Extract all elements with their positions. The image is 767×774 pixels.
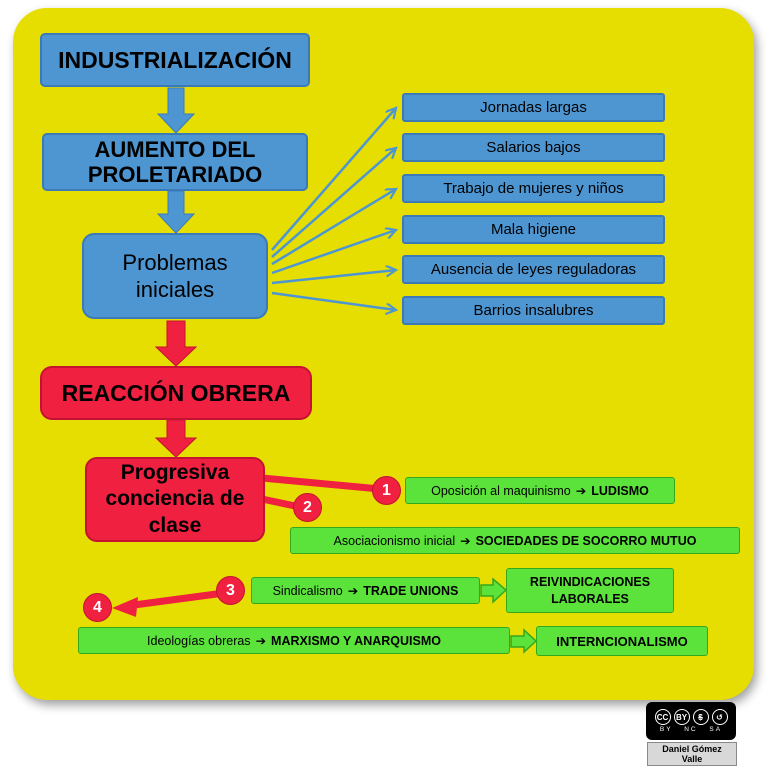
problemas-line1: Problemas <box>122 249 228 275</box>
arrow-glyph: ➔ <box>575 484 587 498</box>
stage-box-trade-unions: Sindicalismo ➔ TRADE UNIONS <box>251 577 480 604</box>
author-credit: Daniel Gómez Valle <box>647 742 737 766</box>
stage-box-marxismo-anarquismo: Ideologías obreras ➔ MARXISMO Y ANARQUIS… <box>78 627 510 654</box>
problemas-iniciales-box: Problemas iniciales <box>82 233 268 319</box>
problem-label: Jornadas largas <box>480 99 587 116</box>
result-label: INTERNCIONALISMO <box>556 633 688 649</box>
stage-term: SOCIEDADES DE SOCORRO MUTUO <box>475 533 697 548</box>
stage-number: 4 <box>93 598 102 616</box>
result-label: REIVINDICACIONES LABORALES <box>529 575 651 606</box>
problem-label: Ausencia de leyes reguladoras <box>430 261 637 278</box>
problem-label: Barrios insalubres <box>473 302 594 319</box>
conciencia-de-clase-box: Progresiva conciencia de clase <box>85 457 265 542</box>
reaccion-label: REACCIÓN OBRERA <box>61 379 291 406</box>
reaccion-obrera-box: REACCIÓN OBRERA <box>40 366 312 420</box>
result-box-internacionalismo: INTERNCIONALISMO <box>536 626 708 656</box>
industrializacion-label: INDUSTRIALIZACIÓN <box>58 46 292 73</box>
stage-number: 1 <box>382 481 391 499</box>
aumento-line2: PROLETARIADO <box>87 162 263 187</box>
arrow-glyph: ➔ <box>460 534 471 548</box>
problem-item-trabajo: Trabajo de mujeres y niños <box>402 174 665 203</box>
problem-label: Salarios bajos <box>486 139 581 156</box>
stage-text: Asociacionismo inicial <box>333 533 456 548</box>
stage-box-socorro-mutuo: Asociacionismo inicial ➔ SOCIEDADES DE S… <box>290 527 740 554</box>
stage-text: Sindicalismo <box>272 583 343 598</box>
cc-icon: CC <box>654 709 671 725</box>
problem-item-leyes: Ausencia de leyes reguladoras <box>402 255 665 284</box>
cc-license-labels: BY NC SA <box>659 726 723 733</box>
arrow-glyph: ➔ <box>347 584 359 598</box>
stage-number: 2 <box>303 498 312 516</box>
aumento-proletariado-box: AUMENTO DEL PROLETARIADO <box>42 133 308 191</box>
cc-by-icon: BY <box>673 709 690 725</box>
stage-term: TRADE UNIONS <box>363 583 459 598</box>
problem-label: Trabajo de mujeres y niños <box>443 180 624 197</box>
stage-circle-2: 2 <box>293 493 322 522</box>
stage-term: MARXISMO Y ANARQUISMO <box>271 633 441 648</box>
stage-box-ludismo: Oposición al maquinismo ➔ LUDISMO <box>405 477 675 504</box>
problem-item-jornadas: Jornadas largas <box>402 93 665 122</box>
cc-icons-row: CC BY $ ↺ <box>654 709 728 725</box>
conciencia-label: Progresiva conciencia de clase <box>105 461 245 537</box>
arrow-glyph: ➔ <box>255 634 267 648</box>
stage-circle-3: 3 <box>216 576 245 605</box>
problemas-line2: iniciales <box>135 277 215 302</box>
stage-circle-4: 4 <box>83 593 112 622</box>
problem-item-salarios: Salarios bajos <box>402 133 665 162</box>
stage-text: Ideologías obreras <box>147 633 251 648</box>
cc-sa-icon: ↺ <box>711 709 728 725</box>
cc-license-badge: CC BY $ ↺ BY NC SA <box>646 702 736 740</box>
stage-number: 3 <box>226 581 235 599</box>
cc-nc-icon: $ <box>692 709 709 725</box>
problem-item-higiene: Mala higiene <box>402 215 665 244</box>
stage-text: Oposición al maquinismo <box>431 483 571 498</box>
stage-circle-1: 1 <box>372 476 401 505</box>
aumento-line1: AUMENTO DEL <box>94 136 256 162</box>
result-box-reivindicaciones: REIVINDICACIONES LABORALES <box>506 568 674 613</box>
problem-item-barrios: Barrios insalubres <box>402 296 665 325</box>
industrializacion-box: INDUSTRIALIZACIÓN <box>40 33 310 87</box>
stage-term: LUDISMO <box>591 483 649 498</box>
problem-label: Mala higiene <box>490 221 577 238</box>
